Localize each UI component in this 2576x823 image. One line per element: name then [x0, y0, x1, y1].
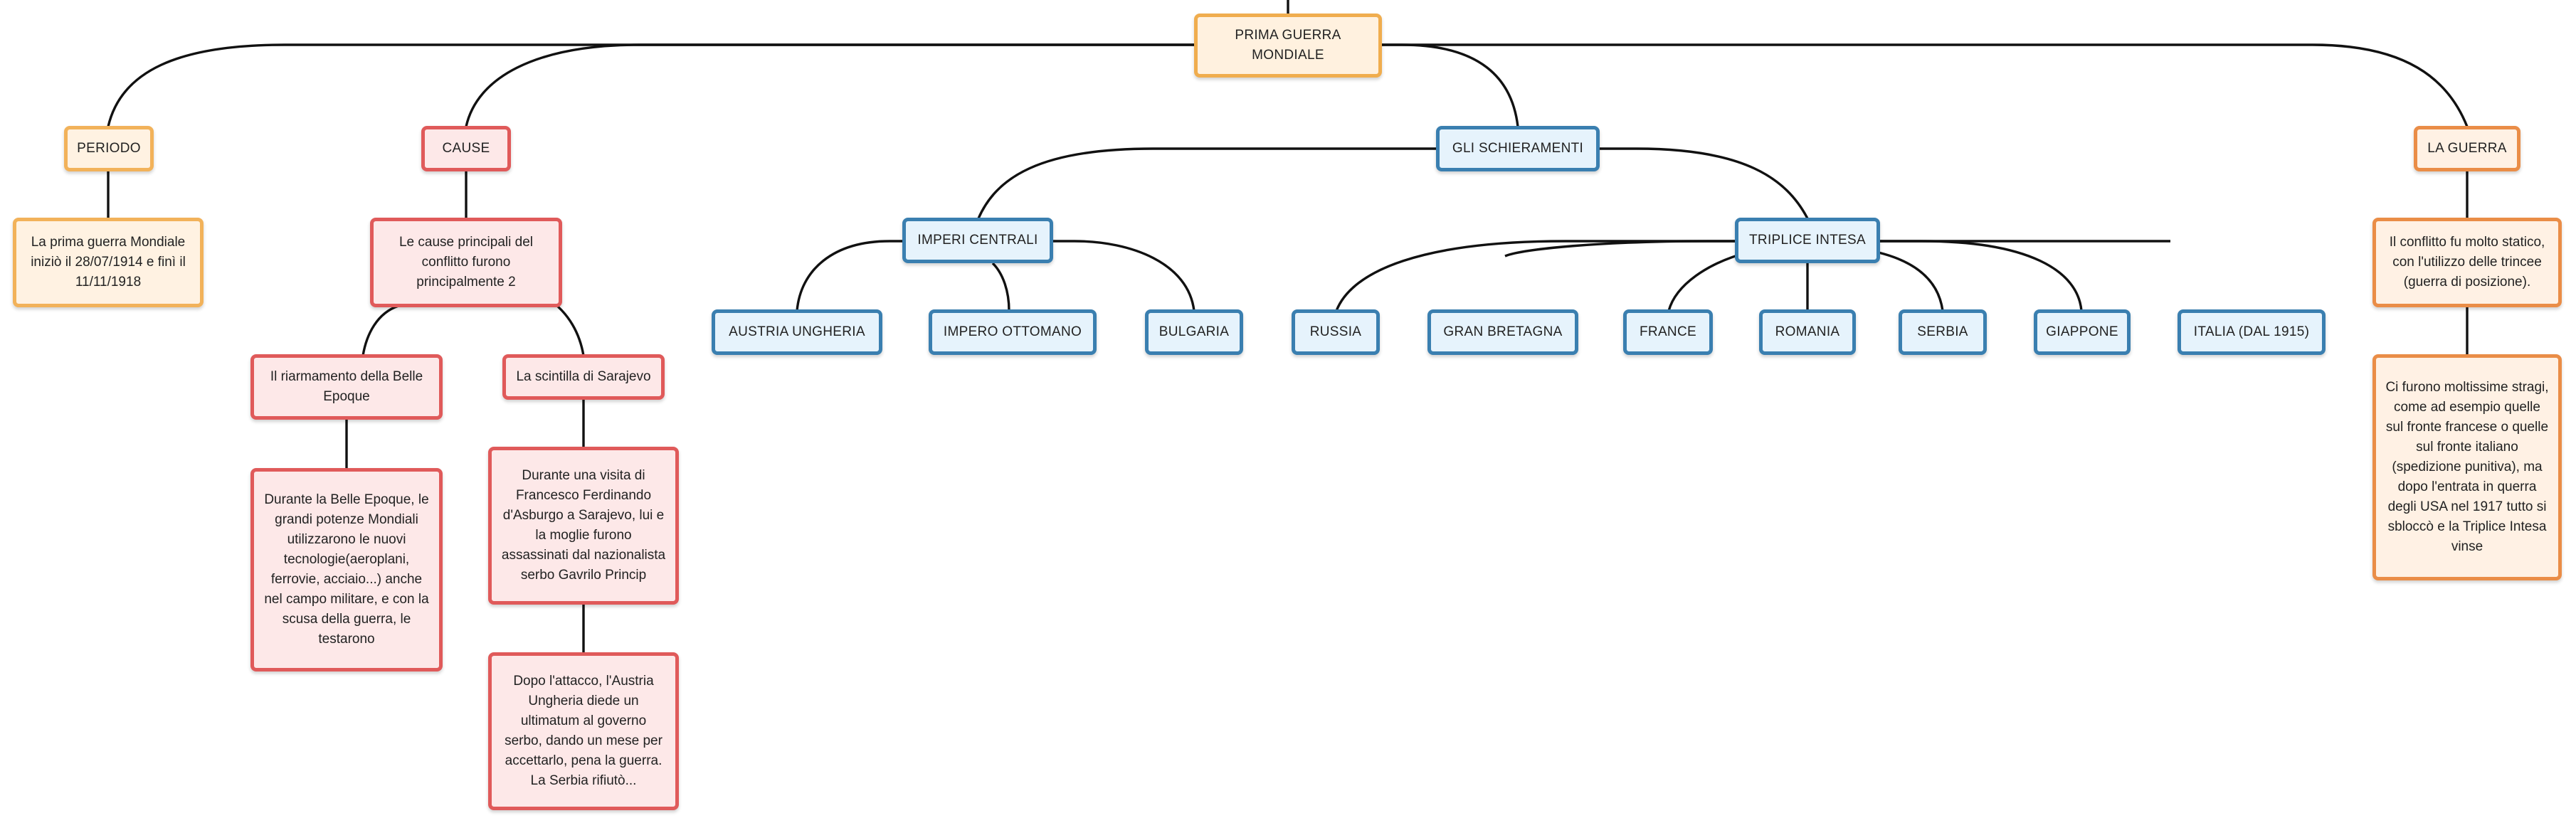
node-cause[interactable]: CAUSE [421, 126, 511, 171]
node-impero-ottomano[interactable]: IMPERO OTTOMANO [929, 309, 1097, 355]
node-triplice-intesa[interactable]: TRIPLICE INTESA [1735, 218, 1880, 263]
node-riarmamento[interactable]: Il riarmamento della Belle Epoque [250, 354, 443, 420]
node-serbia[interactable]: SERBIA [1899, 309, 1987, 355]
edge-root-periodo [107, 43, 1195, 127]
node-scintilla-text[interactable]: Durante una visita di Francesco Ferdinan… [488, 447, 679, 605]
node-romania[interactable]: ROMANIA [1759, 309, 1856, 355]
node-bulgaria[interactable]: BULGARIA [1145, 309, 1243, 355]
node-italia[interactable]: ITALIA (DAL 1915) [2178, 309, 2326, 355]
edge-intesa-giappone [1879, 240, 2083, 312]
edge-intesa-france [1667, 251, 1748, 312]
edge-root-cause [465, 43, 1195, 127]
node-prima-guerra-mondiale[interactable]: PRIMA GUERRA MONDIALE [1194, 14, 1382, 78]
node-periodo[interactable]: PERIODO [64, 126, 154, 171]
node-periodo-text[interactable]: La prima guerra Mondiale iniziò il 28/07… [13, 218, 204, 307]
node-cause-text[interactable]: Le cause principali del conflitto furono… [370, 218, 562, 307]
node-riarmamento-text[interactable]: Durante la Belle Epoque, le grandi poten… [250, 468, 443, 671]
node-france[interactable]: FRANCE [1623, 309, 1713, 355]
edge-root-guerra [1379, 43, 2469, 127]
edge-intesa-serbia [1878, 251, 1944, 312]
edge-schieramenti-imperi [977, 147, 1437, 219]
node-giappone[interactable]: GIAPPONE [2034, 309, 2131, 355]
node-attacco-text[interactable]: Dopo l'attacco, l'Austria Ungheria diede… [488, 652, 679, 810]
edge-intesa-russia [1335, 240, 1736, 312]
node-imperi-centrali[interactable]: IMPERI CENTRALI [902, 218, 1053, 263]
edge-imperi-austria [796, 240, 904, 312]
edge-imperi-ottomano [991, 262, 1010, 312]
edge-cause-scintilla [547, 297, 585, 356]
edge-schieramenti-intesa [1600, 147, 1809, 219]
edge-imperi-bulgaria [1052, 240, 1195, 312]
node-la-guerra[interactable]: LA GUERRA [2414, 126, 2520, 171]
node-scintilla[interactable]: La scintilla di Sarajevo [502, 354, 665, 400]
edge-root-schieramenti [1379, 43, 1519, 127]
node-guerra-text2[interactable]: Ci furono moltissime stragi, come ad ese… [2372, 354, 2562, 580]
node-gran-bretagna[interactable]: GRAN BRETAGNA [1427, 309, 1578, 355]
node-gli-schieramenti[interactable]: GLI SCHIERAMENTI [1436, 126, 1600, 171]
node-austria-ungheria[interactable]: AUSTRIA UNGHERIA [712, 309, 882, 355]
edge-intesa-granbretagna [1504, 240, 1736, 257]
edge-cause-riarmamento [361, 304, 399, 356]
node-guerra-text[interactable]: Il conflitto fu molto statico, con l'uti… [2372, 218, 2562, 307]
node-russia[interactable]: RUSSIA [1292, 309, 1380, 355]
